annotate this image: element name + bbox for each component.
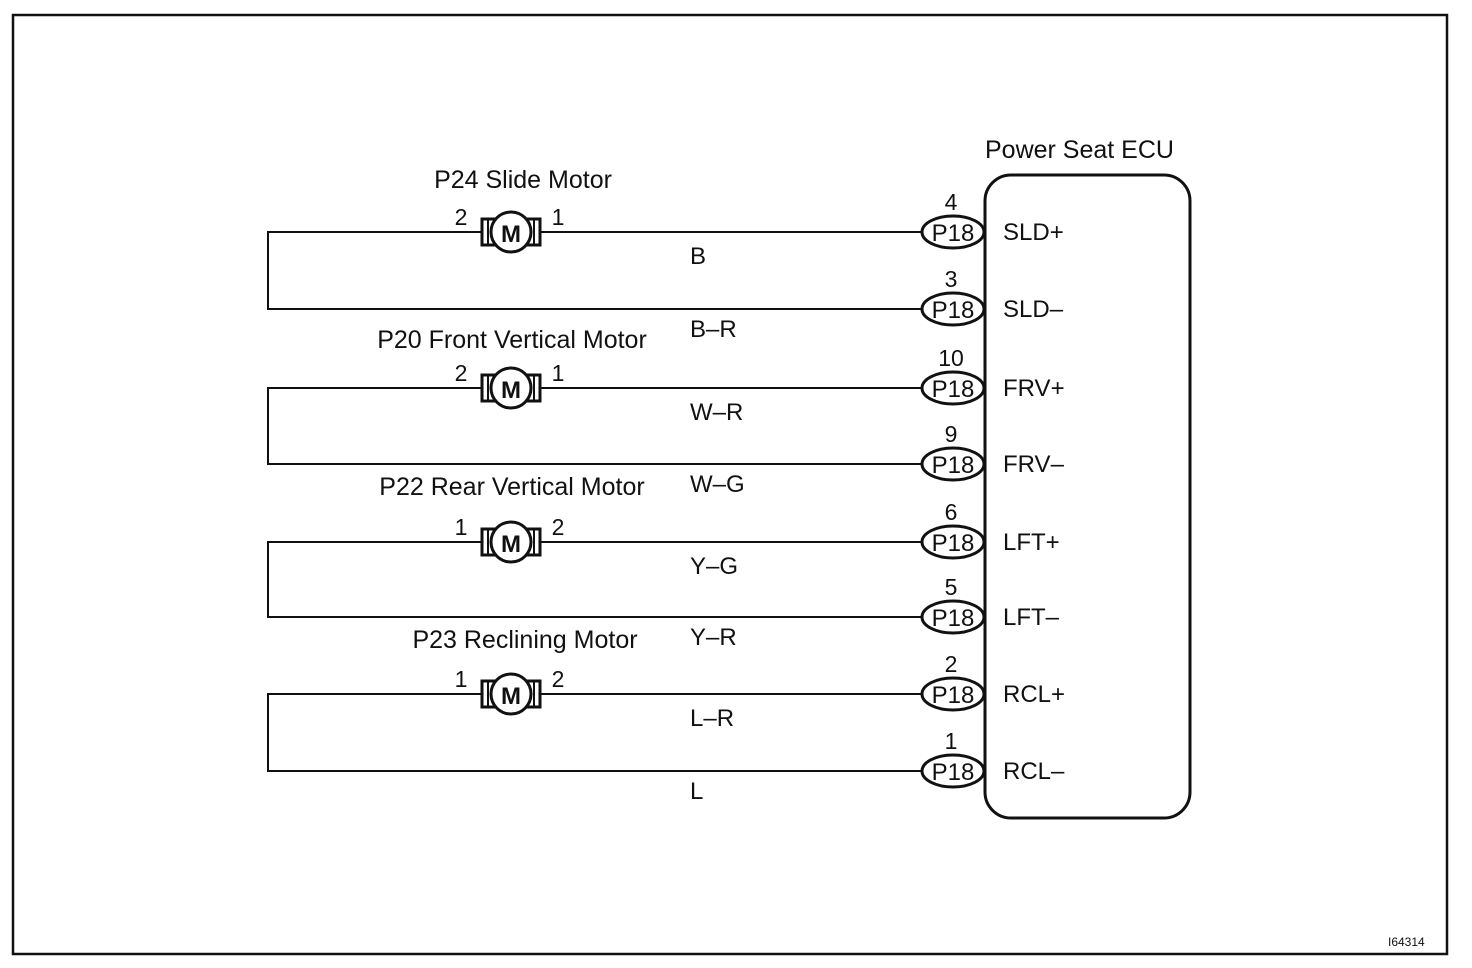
- ecu-terminal-label: RCL–: [1003, 758, 1065, 785]
- ecu-pin-number: 5: [945, 574, 958, 600]
- connector-p18: P18: [920, 370, 986, 406]
- ecu-title: Power Seat ECU: [985, 136, 1174, 164]
- connector-label: P18: [932, 297, 975, 324]
- ecu-pin-number: 10: [938, 345, 964, 371]
- diagram-frame: [11, 13, 1449, 956]
- connector-p18: P18: [920, 753, 986, 789]
- motor-pin-left: 2: [455, 360, 468, 386]
- motor-pin-left: 1: [455, 514, 468, 540]
- motor-symbol: M: [501, 221, 521, 248]
- ecu-terminal-label: SLD–: [1003, 296, 1064, 323]
- motor-pin-right: 2: [552, 666, 565, 692]
- wire-loop: [267, 541, 922, 618]
- motor-circuit: M P22 Rear Vertical Motor 1 2Y–G Y–R P18 6LFT+…: [267, 473, 1060, 651]
- wire-color-label: W–R: [690, 399, 743, 426]
- wire-color-label: B: [690, 243, 706, 270]
- ecu-pin-number: 9: [945, 421, 958, 447]
- connector-label: P18: [932, 682, 975, 709]
- motor-icon: M: [480, 520, 542, 564]
- ecu-box: [983, 173, 1192, 820]
- connector-label: P18: [932, 220, 975, 247]
- ecu-pin-number: 6: [945, 499, 958, 525]
- motor-name: P23 Reclining Motor: [412, 626, 637, 654]
- wire-color-label: L: [690, 778, 703, 805]
- connector-p18: P18: [920, 524, 986, 560]
- wire-color-label: W–G: [690, 471, 745, 498]
- connector-label: P18: [932, 452, 975, 479]
- wire-color-label: B–R: [690, 316, 737, 343]
- connector-label: P18: [932, 759, 975, 786]
- motor-pin-right: 1: [552, 204, 565, 230]
- wire-loop: [267, 693, 922, 772]
- motor-name: P22 Rear Vertical Motor: [379, 473, 644, 501]
- connector-p18: P18: [920, 446, 986, 482]
- ecu-terminal-label: LFT+: [1003, 529, 1060, 556]
- motor-pin-left: 2: [455, 204, 468, 230]
- motor-icon: M: [480, 366, 542, 410]
- wire-color-label: Y–R: [690, 624, 737, 651]
- connector-label: P18: [932, 376, 975, 403]
- ecu-terminal-label: FRV–: [1003, 451, 1065, 478]
- ecu-terminal-label: FRV+: [1003, 375, 1065, 402]
- connector-p18: P18: [920, 291, 986, 327]
- wire-loop: [267, 387, 922, 465]
- motor-icon: M: [480, 210, 542, 254]
- wire-color-label: Y–G: [690, 553, 738, 580]
- wire-loop: [267, 231, 922, 310]
- ecu-pin-number: 3: [945, 266, 958, 292]
- motor-name: P24 Slide Motor: [434, 166, 612, 194]
- motor-circuit: M P20 Front Vertical Motor 2 1W–R W–G P18 10FR…: [267, 326, 1065, 498]
- connector-p18: P18: [920, 676, 986, 712]
- ecu-pin-number: 4: [945, 189, 958, 215]
- motor-symbol: M: [501, 377, 521, 404]
- connector-label: P18: [932, 530, 975, 557]
- figure-id: I64314: [1388, 935, 1425, 949]
- motor-pin-left: 1: [455, 666, 468, 692]
- motor-icon: M: [480, 672, 542, 716]
- motor-symbol: M: [501, 683, 521, 710]
- connector-label: P18: [932, 605, 975, 632]
- motor-name: P20 Front Vertical Motor: [377, 326, 647, 354]
- connector-p18: P18: [920, 599, 986, 635]
- ecu-pin-number: 2: [945, 651, 958, 677]
- motor-pin-right: 2: [552, 514, 565, 540]
- ecu-pin-number: 1: [945, 728, 958, 754]
- motor-pin-right: 1: [552, 360, 565, 386]
- wire-color-label: L–R: [690, 705, 734, 732]
- ecu-terminal-label: LFT–: [1003, 604, 1060, 631]
- motor-symbol: M: [501, 531, 521, 558]
- connector-p18: P18: [920, 214, 986, 250]
- ecu-terminal-label: RCL+: [1003, 681, 1065, 708]
- ecu-terminal-label: SLD+: [1003, 219, 1064, 246]
